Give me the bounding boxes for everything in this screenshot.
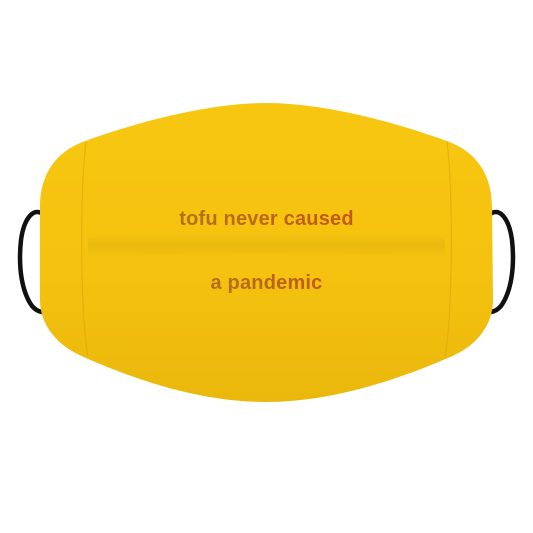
pleat-shading [88, 232, 445, 258]
left-seam [81, 141, 89, 358]
mask-print-line-1: tofu never caused [0, 209, 533, 229]
mask-print-line-2: a pandemic [0, 273, 533, 293]
right-seam [444, 141, 452, 358]
